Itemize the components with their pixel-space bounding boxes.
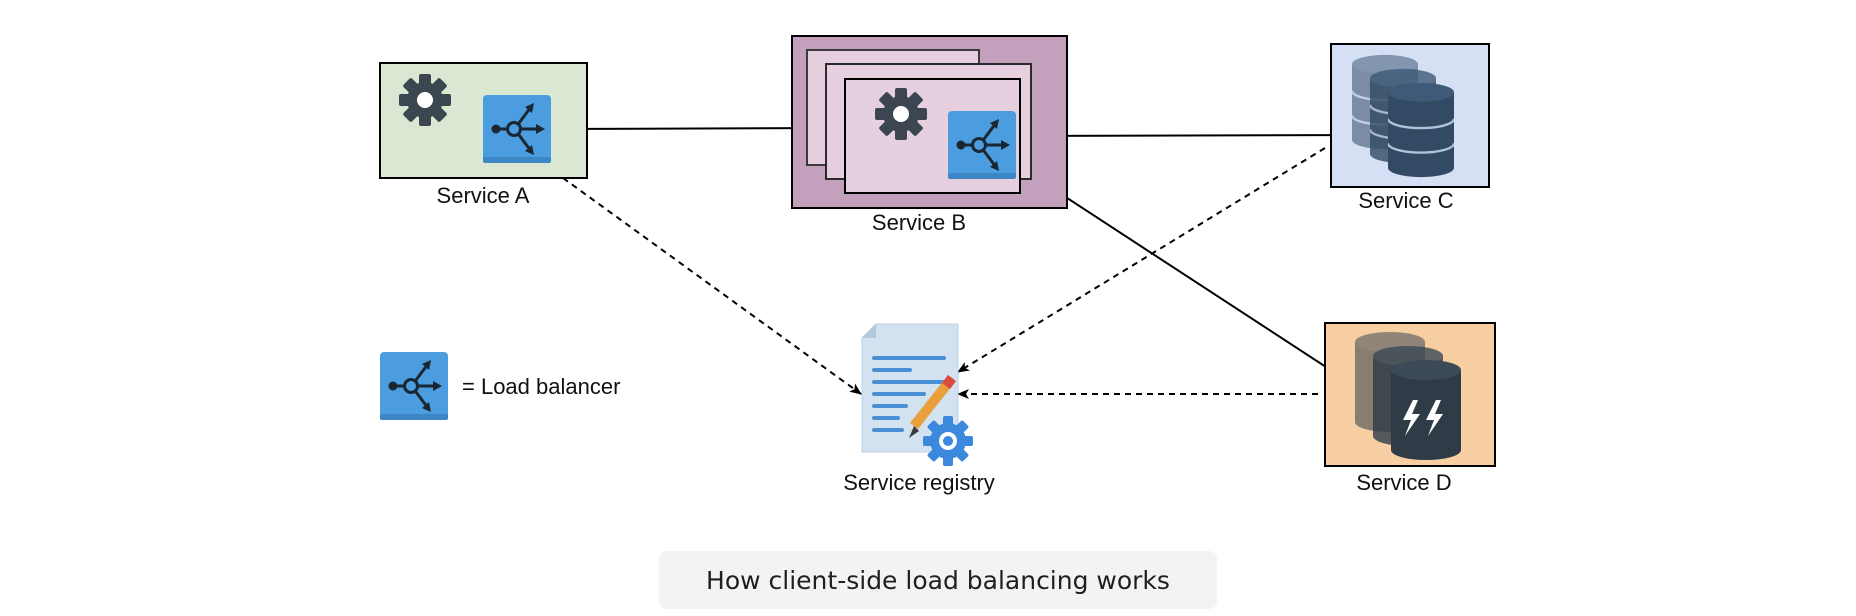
service-registry: Service registry	[843, 323, 995, 495]
gear-icon	[923, 416, 973, 466]
document-icon	[861, 323, 959, 453]
legend-text: = Load balancer	[462, 374, 620, 399]
service-d: Service D	[1324, 322, 1496, 495]
database-icon	[1388, 81, 1454, 179]
service-d-label: Service D	[1356, 470, 1451, 495]
load-balancer-icon	[948, 111, 1016, 179]
load-balancer-icon	[380, 352, 448, 420]
load-balancer-icon	[483, 95, 551, 163]
service-c-label: Service C	[1358, 188, 1453, 213]
service-registry-label: Service registry	[843, 470, 995, 495]
service-b-label: Service B	[872, 210, 966, 235]
service-a: Service A	[379, 62, 588, 208]
dashed-a-to-registry	[562, 177, 862, 395]
caption-box: How client-side load balancing works	[659, 551, 1217, 609]
arrow-b-to-c	[1015, 130, 1379, 141]
legend: = Load balancer	[380, 352, 620, 420]
service-c: Service C	[1330, 43, 1490, 213]
gear-icon	[399, 74, 451, 126]
cache-database-icon	[1391, 360, 1461, 460]
gear-icon	[875, 88, 927, 140]
pencil-icon	[909, 374, 956, 438]
caption-text: How client-side load balancing works	[706, 565, 1170, 595]
dashed-c-to-registry	[957, 147, 1326, 373]
lightning-icon	[1403, 400, 1443, 436]
service-a-label: Service A	[437, 183, 530, 208]
arrow-b-to-d	[1011, 161, 1353, 385]
service-b: Service B	[791, 35, 1068, 235]
